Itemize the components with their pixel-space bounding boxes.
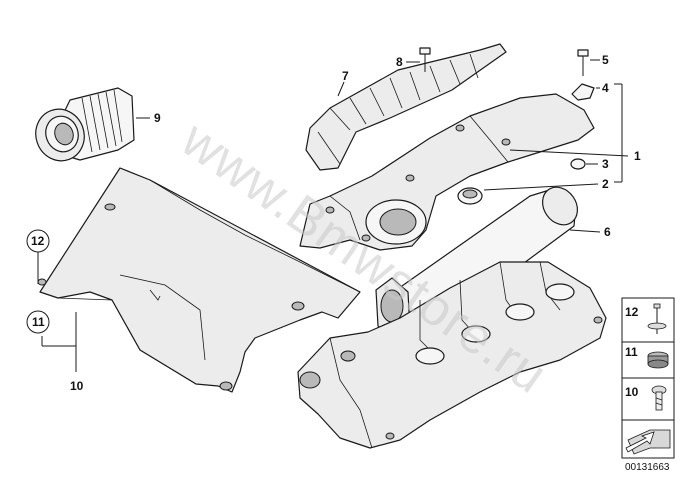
callouts: 1 2 3 4 5 6 7 8 9 10 12 11 bbox=[26, 53, 641, 393]
small-parts bbox=[419, 47, 595, 205]
legend-label-12: 12 bbox=[625, 305, 639, 319]
callout-2: 2 bbox=[602, 177, 609, 191]
callout-11-circle bbox=[26, 310, 50, 334]
callout-12-circle bbox=[26, 229, 50, 253]
nut-part-3 bbox=[570, 158, 586, 170]
drawing-number: 00131663 bbox=[625, 462, 670, 473]
screw-icon bbox=[651, 385, 667, 411]
leader-lines bbox=[37, 59, 629, 372]
legend-label-10: 10 bbox=[625, 385, 639, 399]
screw-head-part-8 bbox=[419, 47, 431, 55]
rubber-grommet-icon bbox=[647, 351, 669, 369]
air-duct-part-9 bbox=[35, 87, 135, 162]
callout-10: 10 bbox=[70, 379, 84, 393]
callout-3: 3 bbox=[602, 157, 609, 171]
engine-cover-part-10 bbox=[37, 167, 361, 393]
legend-label-11: 11 bbox=[625, 345, 638, 359]
callout-5: 5 bbox=[602, 53, 609, 67]
screw-head-part-5 bbox=[577, 49, 589, 57]
callout-6: 6 bbox=[604, 225, 611, 239]
intake-cover-part-2 bbox=[299, 93, 595, 251]
callout-4: 4 bbox=[602, 81, 609, 95]
legend-box: 12 11 10 00131663 bbox=[621, 297, 675, 473]
callout-7: 7 bbox=[342, 69, 349, 83]
callout-12: 12 bbox=[31, 234, 45, 248]
callout-1: 1 bbox=[634, 149, 641, 163]
clip-part-4 bbox=[571, 83, 595, 101]
screw-with-washer-icon bbox=[647, 303, 667, 334]
cable-duct-part-7 bbox=[305, 43, 507, 171]
callout-9: 9 bbox=[154, 111, 161, 125]
direction-arrow-icon bbox=[625, 429, 671, 455]
callout-11: 11 bbox=[32, 315, 45, 329]
cylinder-head-cover bbox=[297, 261, 607, 449]
callout-8: 8 bbox=[396, 55, 403, 69]
